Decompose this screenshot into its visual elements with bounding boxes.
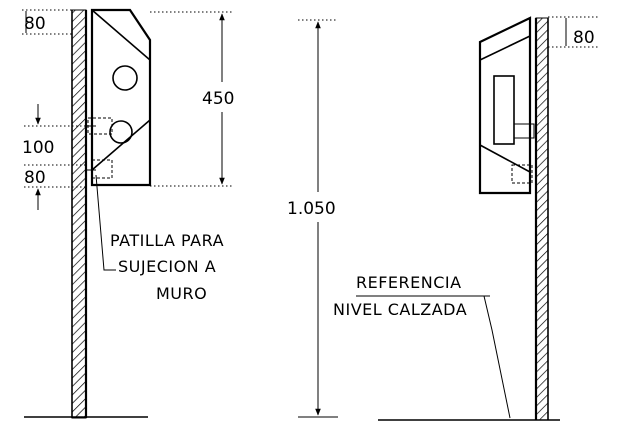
dim-80-bottom-left: 80 <box>24 168 86 210</box>
dim-80-top-right-label: 80 <box>573 28 595 48</box>
dim-80-bottom-left-label: 80 <box>24 168 46 188</box>
bracket-note-leader <box>95 174 116 271</box>
reference-note-line2: NIVEL CALZADA <box>333 300 467 319</box>
dim-1050-label: 1.050 <box>287 199 336 219</box>
dim-450-label: 450 <box>202 89 234 109</box>
left-reflector-body <box>90 8 152 187</box>
dim-450: 450 <box>150 11 234 187</box>
dim-80-top-left: 80 <box>22 9 72 35</box>
right-reflector-body <box>478 16 535 195</box>
right-view: 80 REFERENCIA NIVEL CALZADA <box>333 16 600 421</box>
bracket-note-line1: PATILLA PARA <box>110 231 224 250</box>
lower-reflector-lens <box>109 120 133 144</box>
upper-reflector-lens <box>112 65 138 91</box>
left-mounting-brackets <box>86 117 113 179</box>
dim-80-top-left-label: 80 <box>24 14 46 34</box>
dim-80-top-right: 80 <box>548 16 600 48</box>
reference-note-leader <box>483 295 511 419</box>
bracket-note-line2: SUJECION A <box>118 257 216 276</box>
dim-100-left-label: 100 <box>22 138 54 158</box>
dim-100-left: 100 <box>22 104 86 166</box>
reference-note-line1: REFERENCIA <box>356 273 462 292</box>
left-wall-hatch <box>71 9 87 419</box>
left-view: 80 100 80 450 PATILLA PARA SUJECION A MU… <box>22 8 234 419</box>
dim-1050: 1.050 <box>287 19 338 418</box>
bracket-note-line3: MURO <box>156 284 207 303</box>
right-reflector-lens <box>493 75 515 145</box>
right-wall-hatch <box>535 17 549 421</box>
